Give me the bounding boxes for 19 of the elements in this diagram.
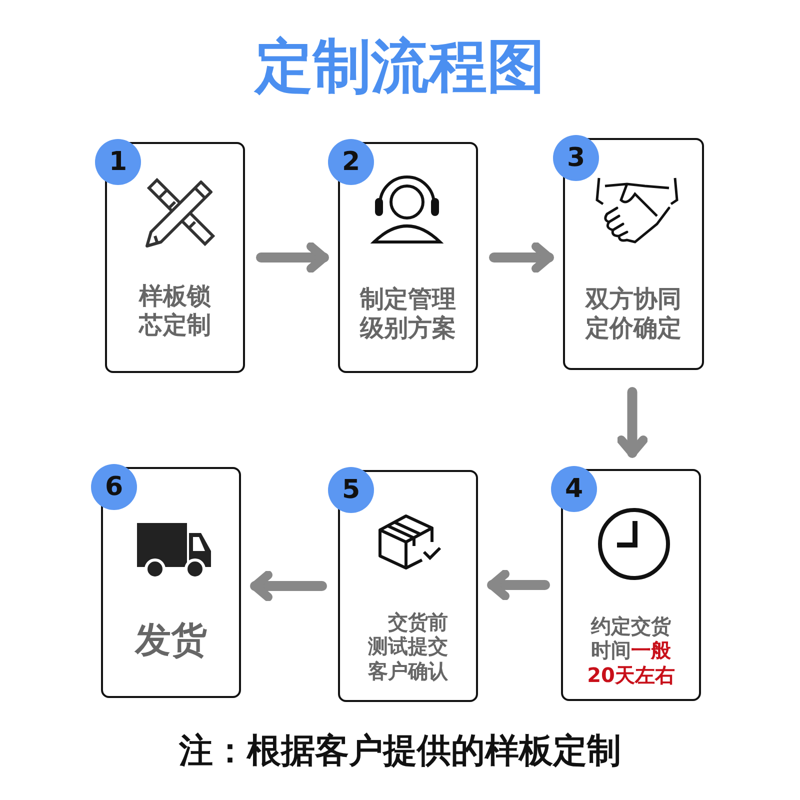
arrow bbox=[489, 242, 554, 273]
step-label: 交货前测试提交客户确认 bbox=[366, 610, 449, 684]
step-label: 发货 bbox=[134, 619, 208, 663]
step-number: 4 bbox=[551, 466, 597, 512]
step-number: 1 bbox=[95, 139, 141, 185]
arrow bbox=[487, 570, 550, 600]
step-label: 样板锁芯定制 bbox=[138, 282, 212, 341]
step-number: 6 bbox=[91, 464, 137, 510]
step-number: 3 bbox=[553, 135, 599, 181]
step-number: 2 bbox=[328, 139, 374, 185]
step-label: 约定交货时间一般20天左右 bbox=[586, 614, 676, 688]
footnote: 注：根据客户提供的样板定制 bbox=[178, 730, 622, 773]
step-label: 制定管理级别方案 bbox=[358, 285, 457, 344]
step-number: 5 bbox=[328, 467, 374, 513]
step-label: 双方协同定价确定 bbox=[584, 285, 682, 344]
arrow bbox=[256, 242, 329, 273]
arrow bbox=[250, 570, 327, 602]
arrow bbox=[616, 387, 648, 458]
diagram-title: 定制流程图 bbox=[252, 31, 546, 102]
